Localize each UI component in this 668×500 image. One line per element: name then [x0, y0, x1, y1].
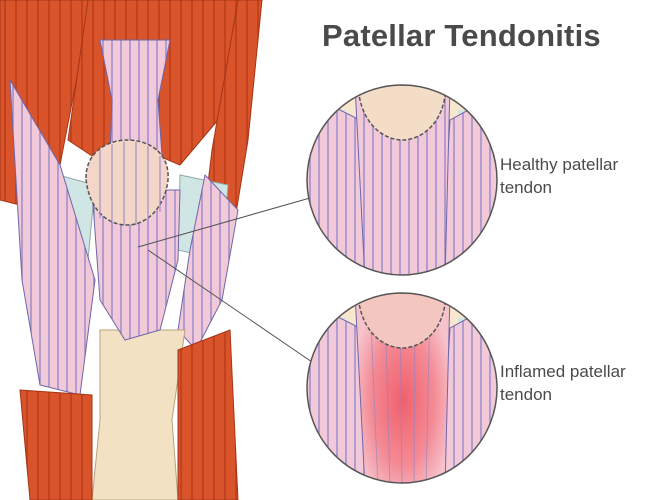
pointer-line-healthy [137, 197, 311, 248]
healthy-tendon-label: Healthy patellar tendon [500, 153, 618, 199]
tibia-bone [91, 329, 186, 500]
pointer-lines [137, 197, 313, 363]
inflamed-tendon-label-line2: tendon [500, 385, 552, 404]
patellar-tendon [91, 189, 181, 341]
healthy-tendon-label-line2: tendon [500, 178, 552, 197]
healthy-tendon-label-line1: Healthy patellar [500, 155, 619, 174]
knee-illustration [0, 0, 263, 500]
healthy-tendon-magnifier [306, 84, 498, 276]
inflamed-tendon-label-line1: Inflamed patellar [500, 362, 626, 381]
calf-right-muscle [177, 329, 239, 500]
inflamed-tendon-magnifier [306, 292, 498, 484]
patella-fibers [99, 142, 161, 225]
diagram-title: Patellar Tendonitis [322, 18, 601, 53]
calf-left-muscle [19, 389, 93, 500]
inflamed-tendon-label: Inflamed patellar tendon [500, 360, 626, 406]
quadriceps-tendon [99, 39, 171, 156]
pointer-line-inflamed [147, 249, 313, 363]
